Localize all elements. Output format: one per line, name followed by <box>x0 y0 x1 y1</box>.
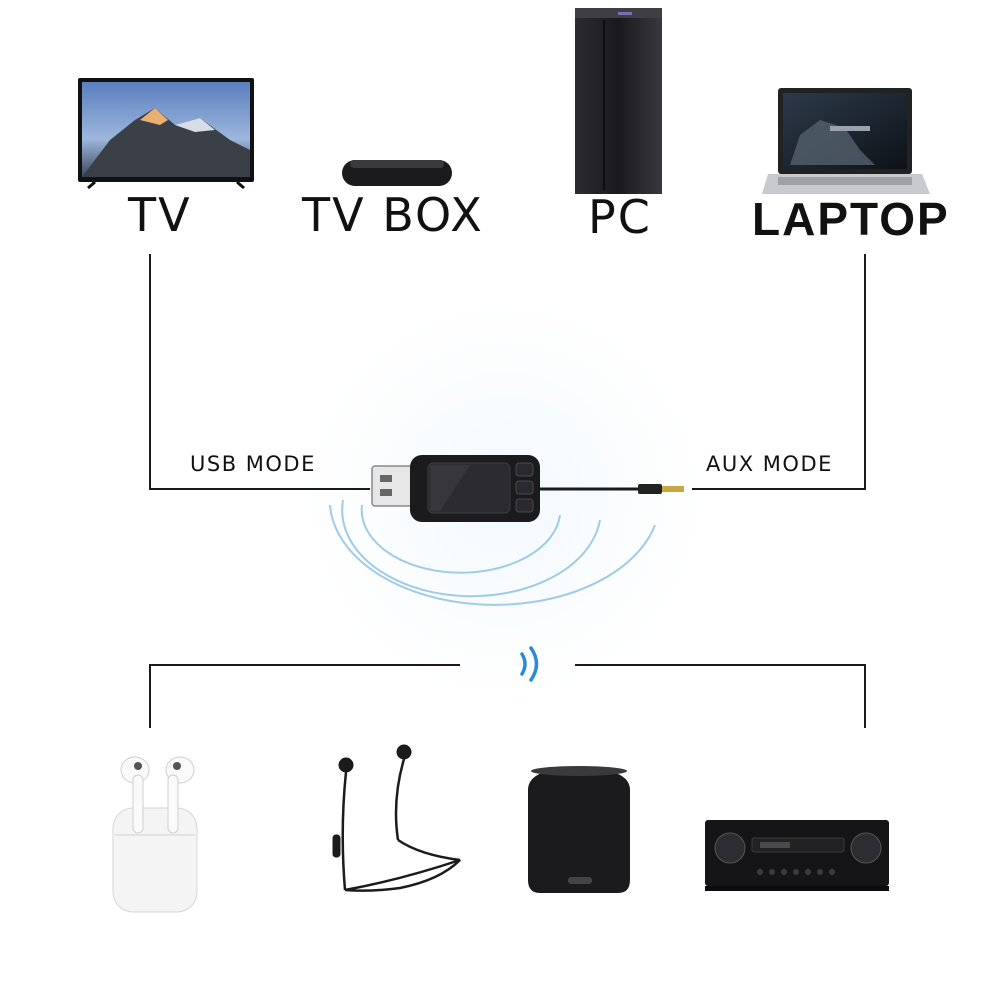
label-usb-mode: USB MODE <box>190 452 316 476</box>
label-tv-box: TV BOX <box>302 188 484 242</box>
label-pc: PC <box>588 190 652 244</box>
bluetooth-signal-icon <box>520 646 539 682</box>
earbuds-icon <box>112 756 198 913</box>
signal-waves <box>329 499 656 606</box>
laptop-icon <box>762 88 930 194</box>
tv-icon <box>78 78 254 190</box>
speaker-icon <box>528 766 630 893</box>
label-laptop: LAPTOP <box>752 193 950 245</box>
pc-tower-icon <box>575 8 662 194</box>
usb-connector-line <box>149 254 370 490</box>
aux-connector-line <box>692 254 866 490</box>
tv-box-icon <box>342 160 452 186</box>
av-receiver-icon <box>705 820 889 891</box>
neckband-earphones-icon <box>332 744 461 892</box>
label-tv: TV <box>128 188 192 242</box>
bluetooth-transmitter-dongle <box>371 455 684 522</box>
label-aux-mode: AUX MODE <box>706 452 833 476</box>
output-bracket-line <box>149 664 866 728</box>
